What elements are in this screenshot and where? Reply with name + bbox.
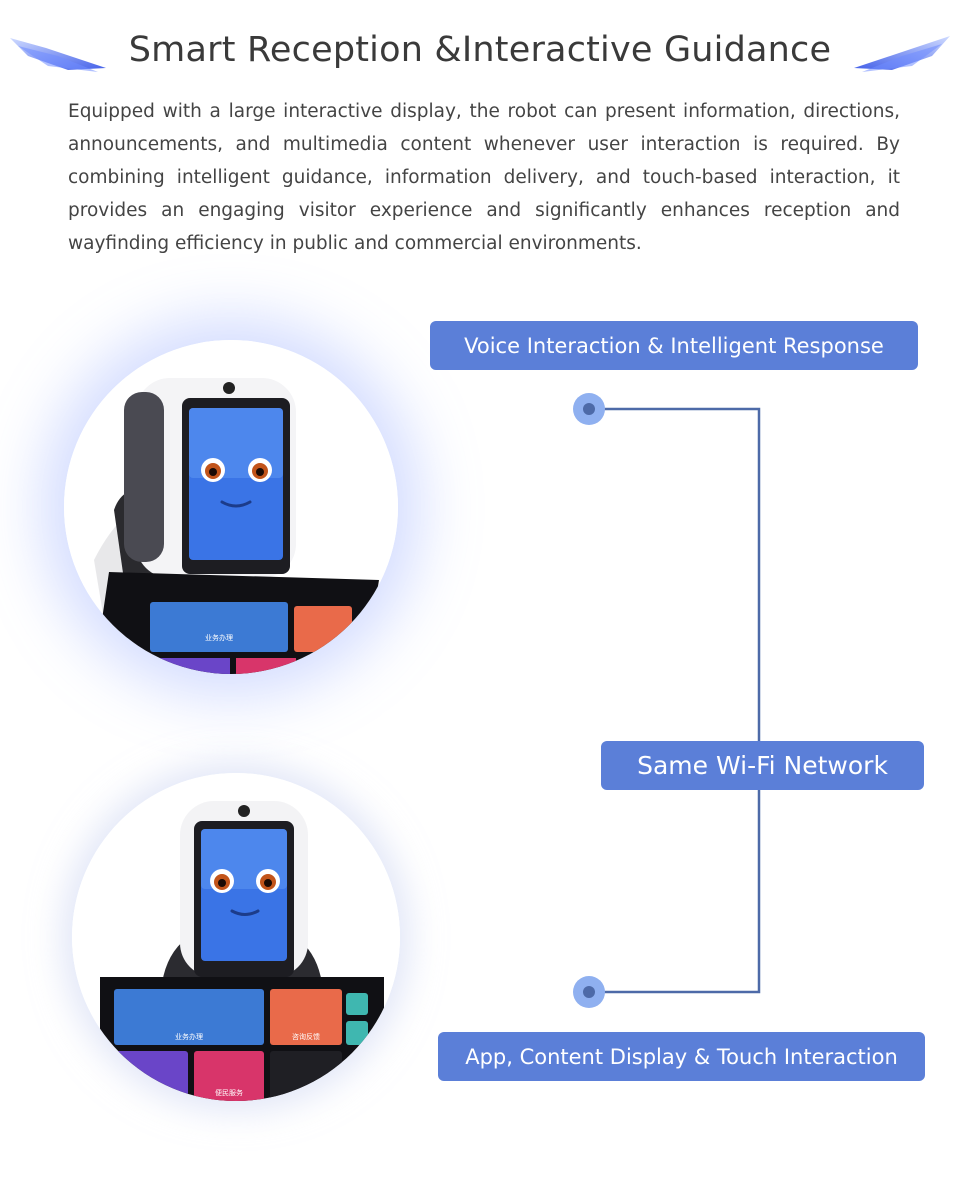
network-connector: [573, 393, 761, 1008]
tile-business-front-text: 业务办理: [175, 1032, 203, 1041]
voice-interaction-label: Voice Interaction & Intelligent Response: [430, 321, 918, 370]
tile-smart-text: 便民服务: [215, 1088, 243, 1097]
tile-consult-text: 咨询反馈: [292, 1032, 320, 1041]
page-title: Smart Reception &Interactive Guidance: [128, 30, 832, 70]
app-content-label: App, Content Display & Touch Interaction: [438, 1032, 925, 1081]
tile-business-text: 业务办理: [205, 633, 233, 642]
robot-photo-side: 业务办理: [64, 340, 398, 674]
wifi-network-label: Same Wi-Fi Network: [601, 741, 924, 790]
robot-photo-front: 业务办理 咨询反馈 便民服务: [72, 773, 400, 1101]
left-wave-decoration-icon: [10, 38, 106, 72]
intro-paragraph: Equipped with a large interactive displa…: [68, 101, 900, 254]
right-wave-decoration-icon: [854, 36, 950, 72]
